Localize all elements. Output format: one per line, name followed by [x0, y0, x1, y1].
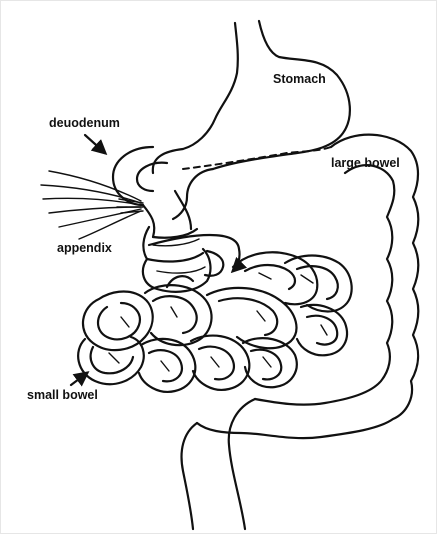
stomach-label: Stomach	[273, 72, 326, 86]
appendix-label: appendix	[57, 241, 112, 255]
large-bowel-label: large bowel	[331, 156, 400, 170]
duodenum	[113, 147, 191, 237]
small-bowel	[78, 252, 352, 392]
duodenum-arrow	[85, 135, 105, 153]
stomach	[153, 21, 350, 173]
small-bowel-arrow	[71, 373, 87, 385]
duodenum-label: deuodenum	[49, 116, 120, 130]
pancreatic-ducts	[41, 171, 143, 239]
small-bowel-label: small bowel	[27, 388, 98, 402]
